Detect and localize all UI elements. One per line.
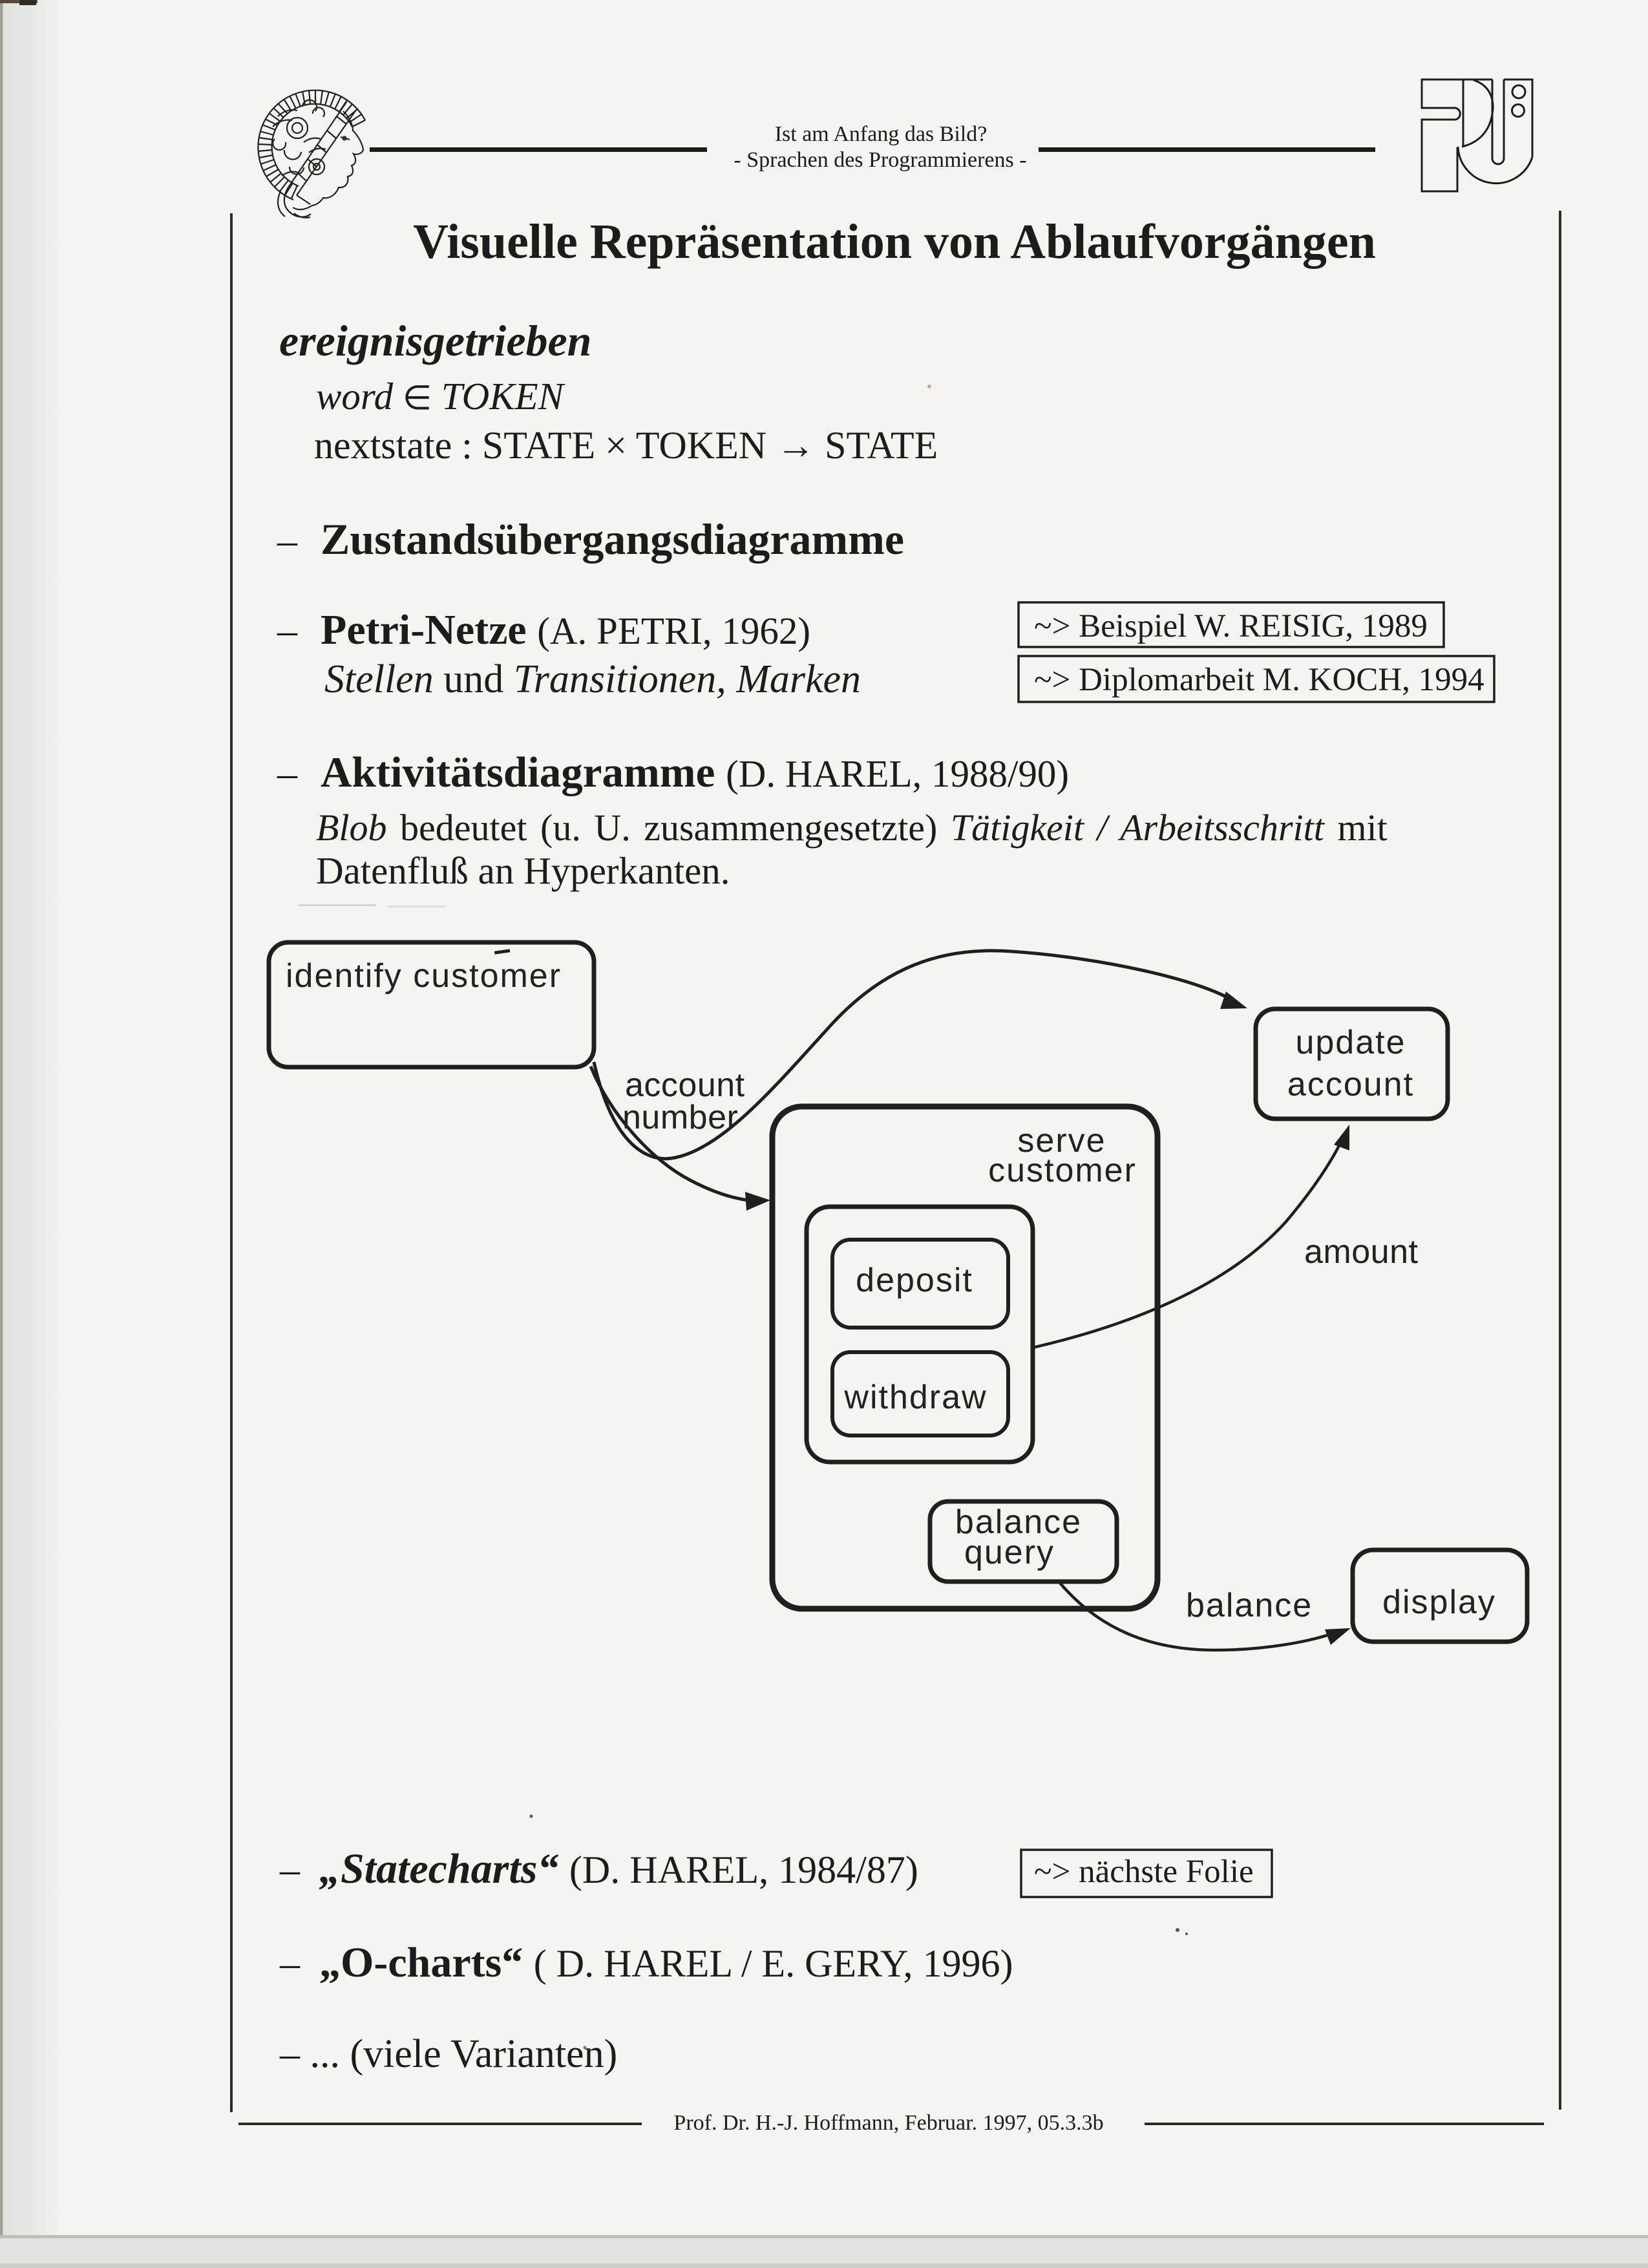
svg-text:identify customer: identify customer	[286, 957, 562, 995]
svg-text:serve: serve	[1017, 1122, 1106, 1160]
svg-text:„O-charts“ ( D. HAREL / E. GER: „O-charts“ ( D. HAREL / E. GERY, 1996)	[319, 1939, 1013, 1986]
svg-text:Ist am Anfang das Bild?: Ist am Anfang das Bild?	[775, 122, 988, 146]
svg-text:Datenfluß an Hyperkanten.: Datenfluß an Hyperkanten.	[316, 849, 730, 892]
svg-text:Zustandsübergangsdiagramme: Zustandsübergangsdiagramme	[321, 514, 904, 564]
svg-text:display: display	[1382, 1584, 1496, 1621]
svg-text:number: number	[622, 1099, 738, 1136]
svg-text:customer: customer	[988, 1152, 1137, 1189]
svg-text:account: account	[625, 1066, 745, 1104]
svg-text:query: query	[964, 1534, 1055, 1571]
svg-text:–: –	[277, 519, 298, 563]
svg-text:– ... (viele Varianten): – ... (viele Varianten)	[279, 2032, 617, 2076]
svg-text:amount: amount	[1304, 1233, 1418, 1271]
svg-text:~> nächste Folie: ~> nächste Folie	[1034, 1854, 1254, 1890]
svg-text:Prof. Dr. H.-J. Hoffmann, Febr: Prof. Dr. H.-J. Hoffmann, Februar. 1997,…	[673, 2111, 1103, 2135]
svg-text:Aktivitätsdiagramme (D. HAREL,: Aktivitätsdiagramme (D. HAREL, 1988/90)	[321, 748, 1069, 796]
svg-text:Visuelle Repräsentation von Ab: Visuelle Repräsentation von Ablaufvorgän…	[413, 215, 1376, 269]
svg-text:~> Diplomarbeit M. KOCH, 1994: ~> Diplomarbeit M. KOCH, 1994	[1034, 662, 1484, 698]
svg-text:- Sprachen des Programmierens: - Sprachen des Programmierens -	[734, 148, 1026, 172]
svg-text:Blob bedeutet (u. U. zusammeng: Blob bedeutet (u. U. zusammengesetzte) T…	[316, 807, 1388, 849]
svg-text:deposit: deposit	[856, 1262, 973, 1299]
svg-text:–: –	[277, 609, 298, 653]
svg-text:balance: balance	[955, 1503, 1082, 1541]
svg-text:„Statecharts“ (D. HAREL, 1984/: „Statecharts“ (D. HAREL, 1984/87)	[319, 1845, 918, 1892]
svg-text:Petri-Netze (A. PETRI, 1962): Petri-Netze (A. PETRI, 1962)	[321, 606, 810, 653]
svg-text:ereignisgetrieben: ereignisgetrieben	[279, 316, 592, 365]
svg-text:word ∈ TOKEN: word ∈ TOKEN	[316, 375, 566, 418]
svg-text:–: –	[279, 1942, 301, 1986]
svg-text:nextstate : STATE × TOKEN → ST: nextstate : STATE × TOKEN → STATE	[314, 424, 938, 467]
svg-text:account: account	[1287, 1066, 1414, 1103]
svg-text:–: –	[277, 752, 298, 796]
svg-text:withdraw: withdraw	[843, 1379, 987, 1416]
svg-text:~> Beispiel W. REISIG, 1989: ~> Beispiel W. REISIG, 1989	[1034, 608, 1428, 644]
svg-text:Stellen und Transitionen, Mark: Stellen und Transitionen, Marken	[324, 657, 861, 701]
svg-text:–: –	[279, 1848, 301, 1892]
svg-text:balance: balance	[1186, 1587, 1313, 1624]
svg-text:update: update	[1295, 1024, 1406, 1061]
